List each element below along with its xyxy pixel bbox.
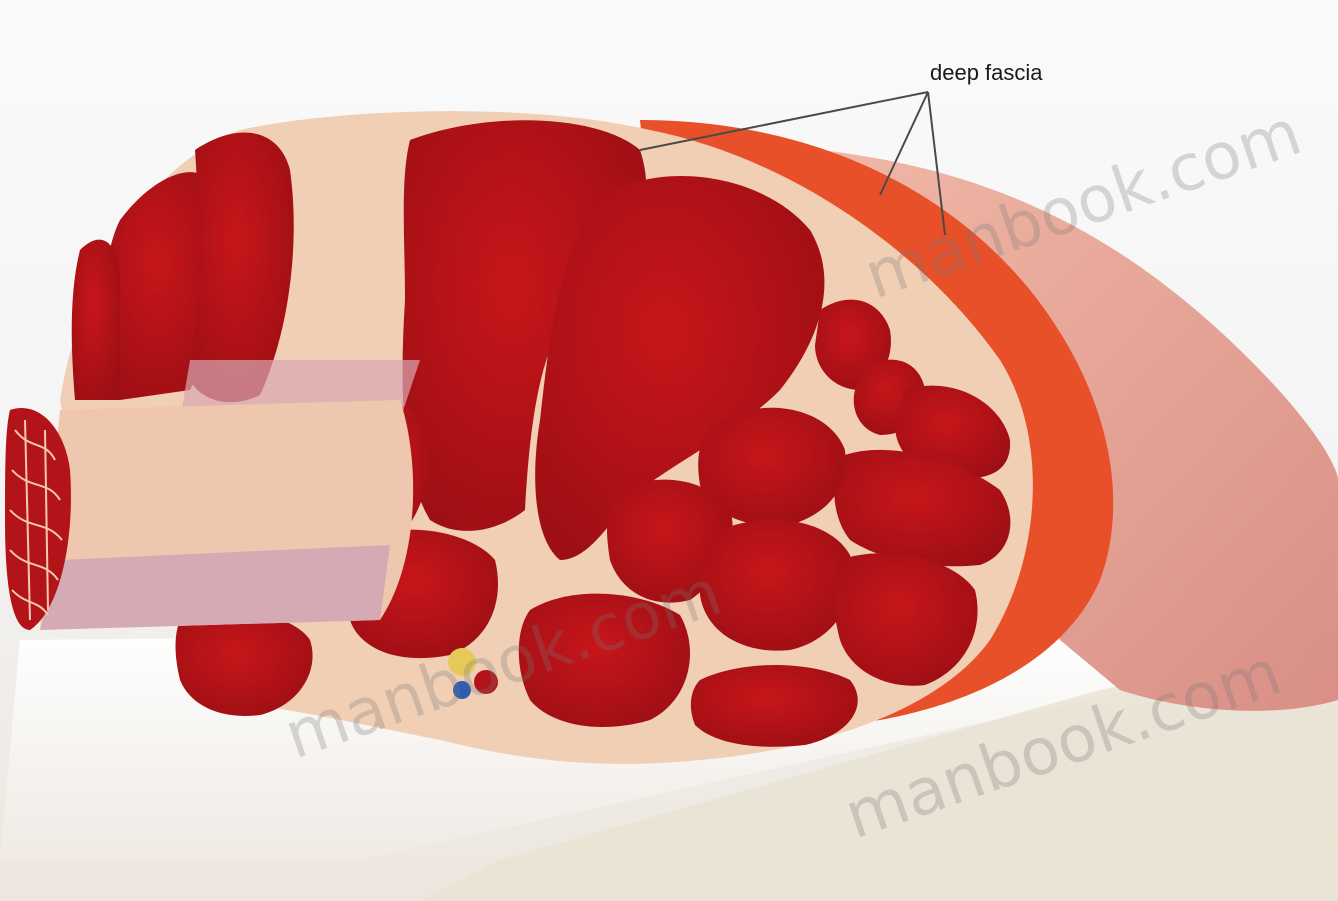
deep-fascia-label: deep fascia <box>930 60 1043 86</box>
muscle-compartment <box>691 665 858 747</box>
muscle-compartment <box>72 240 120 400</box>
muscle-compartment <box>519 594 690 727</box>
